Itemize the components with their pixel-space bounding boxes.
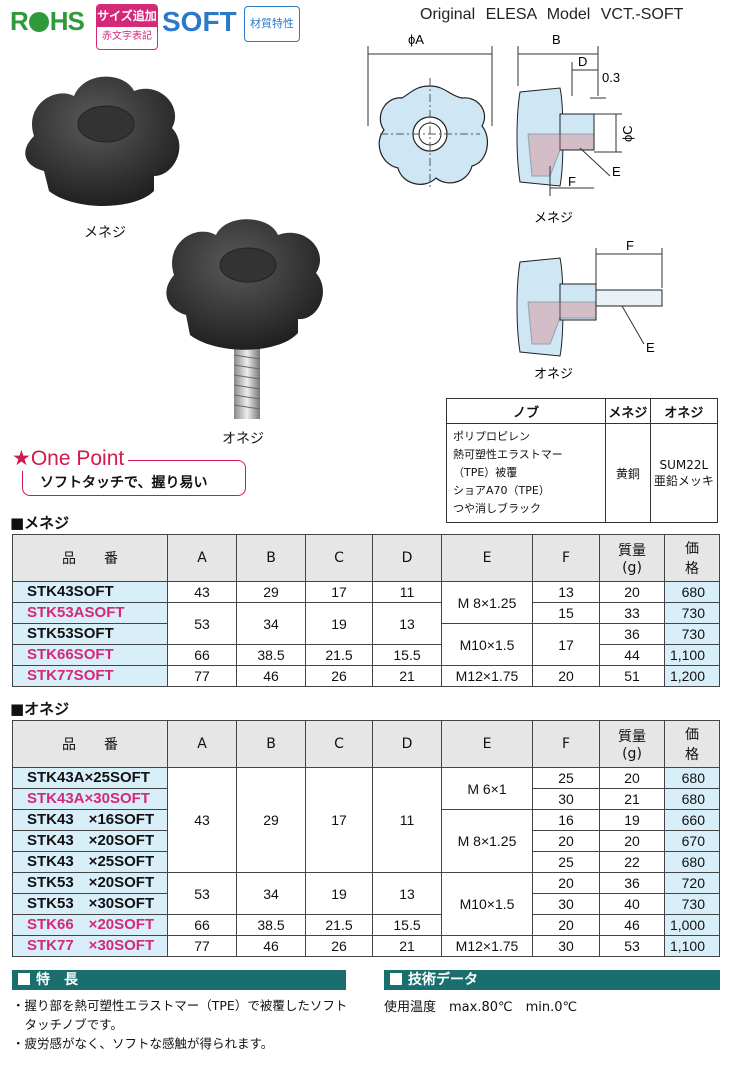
one-point-text: ソフトタッチで、握り易い	[40, 475, 208, 491]
table-row: STK77 ×30SOFT 77 46 26 21 M12×1.75 30 53…	[12, 935, 720, 957]
material-badge: 材質特性	[244, 6, 300, 42]
male-spec-table: 品 番 A B C D E F 質量(g) 価 格 STK43A×25SOFT …	[12, 720, 727, 957]
side-view-male-drawing	[516, 248, 663, 357]
male-knob-photo	[166, 219, 323, 419]
male-photo-label: オネジ	[222, 431, 264, 447]
label-gap: 0.3	[602, 70, 620, 85]
table-row: STK43A×25SOFT 43 29 17 11 M 6×1 25 20 68…	[12, 767, 720, 873]
square-icon	[18, 973, 30, 985]
table-row: STK53 ×20SOFT 53 34 19 13 M10×1.5 20 36 …	[12, 872, 720, 936]
technical-drawing: ϕA B D 0.3 ϕC E F メネジ F E オネジ	[367, 32, 663, 382]
one-point-title: ★One Point	[12, 446, 129, 471]
label-F2: F	[626, 238, 634, 253]
drawing-male-label: オネジ	[534, 367, 573, 382]
tech-bar: 技術データ	[384, 970, 720, 990]
size-badge-top: サイズ追加	[97, 5, 157, 27]
globe-icon	[28, 12, 49, 32]
side-view-female-drawing	[516, 46, 622, 196]
mat-header-knob: ノブ	[446, 398, 606, 424]
features-list: ・握り部を熱可塑性エラストマー（TPE）で被覆したソフト タッチノブです。 ・疲…	[12, 996, 347, 1053]
tech-text: 使用温度 max.80℃ min.0℃	[384, 1000, 578, 1015]
table-header: 品 番 A B C D E F 質量(g) 価 格	[12, 534, 727, 582]
size-badge-bottom: 赤文字表記	[102, 31, 152, 42]
list-item: ・握り部を熱可塑性エラストマー（TPE）で被覆したソフト	[12, 998, 348, 1013]
table-row: STK53ASOFT 53 34 19 13 15 33 730	[12, 602, 720, 645]
label-E: E	[612, 164, 621, 179]
materials-table: ノブ メネジ オネジ ポリプロピレン 熱可塑性エラストマー（TPE）被覆 ショア…	[446, 398, 719, 523]
table-row: STK43 ×20SOFT 20 20 670	[12, 830, 720, 852]
square-icon	[390, 973, 402, 985]
male-section-title: ■オネジ	[10, 700, 70, 718]
mat-header-male: オネジ	[649, 398, 719, 424]
front-view-drawing	[367, 46, 493, 190]
table-header: 品 番 A B C D E F 質量(g) 価 格	[12, 720, 727, 768]
table-row: STK43A×30SOFT 30 21 680	[12, 788, 720, 810]
size-added-badge: サイズ追加 赤文字表記	[96, 4, 158, 50]
label-phiC: ϕC	[620, 125, 635, 142]
label-D: D	[578, 54, 587, 69]
label-E2: E	[646, 340, 655, 355]
table-row: STK77SOFT 77 46 26 21 M12×1.75 20 51 1,2…	[12, 665, 720, 687]
mat-female: 黄銅	[605, 423, 651, 523]
table-row: STK66 ×20SOFT 66 38.5 21.5 15.5 20 46 1,…	[12, 914, 720, 936]
drawing-female-label: メネジ	[534, 211, 573, 226]
list-item: タッチノブです。	[12, 1017, 123, 1032]
label-phiA: ϕA	[408, 32, 424, 47]
label-F: F	[568, 174, 576, 189]
female-photo-label: メネジ	[84, 225, 126, 241]
original-model: Original ELESA Model VCT.-SOFT	[420, 6, 684, 23]
female-section-title: ■メネジ	[10, 514, 70, 532]
table-row: STK43 ×25SOFT 25 22 680	[12, 851, 720, 873]
mat-header-female: メネジ	[605, 398, 651, 424]
features-bar: 特 長	[12, 970, 346, 990]
list-item: ・疲労感がなく、ソフトな感触が得られます。	[12, 1036, 274, 1051]
one-point-box	[22, 460, 246, 496]
table-row: STK53 ×30SOFT 30 40 730	[12, 893, 720, 915]
mat-knob: ポリプロピレン 熱可塑性エラストマー（TPE）被覆 ショアA70（TPE） つや…	[446, 423, 606, 523]
soft-logo: SOFT	[162, 6, 237, 37]
table-row: STK66SOFT 66 38.5 21.5 15.5 44 1,100	[12, 644, 720, 666]
label-B: B	[552, 32, 561, 47]
female-spec-table: 品 番 A B C D E F 質量(g) 価 格 STK43SOFT 43 2…	[12, 534, 727, 687]
female-knob-photo	[25, 76, 180, 206]
table-row: STK43SOFT 43 29 17 11 M 8×1.25 13 20 680	[12, 581, 720, 624]
mat-male: SUM22L 亜鉛メッキ	[649, 423, 719, 523]
table-row: STK53SOFT M10×1.5 17 36 730	[12, 623, 720, 666]
